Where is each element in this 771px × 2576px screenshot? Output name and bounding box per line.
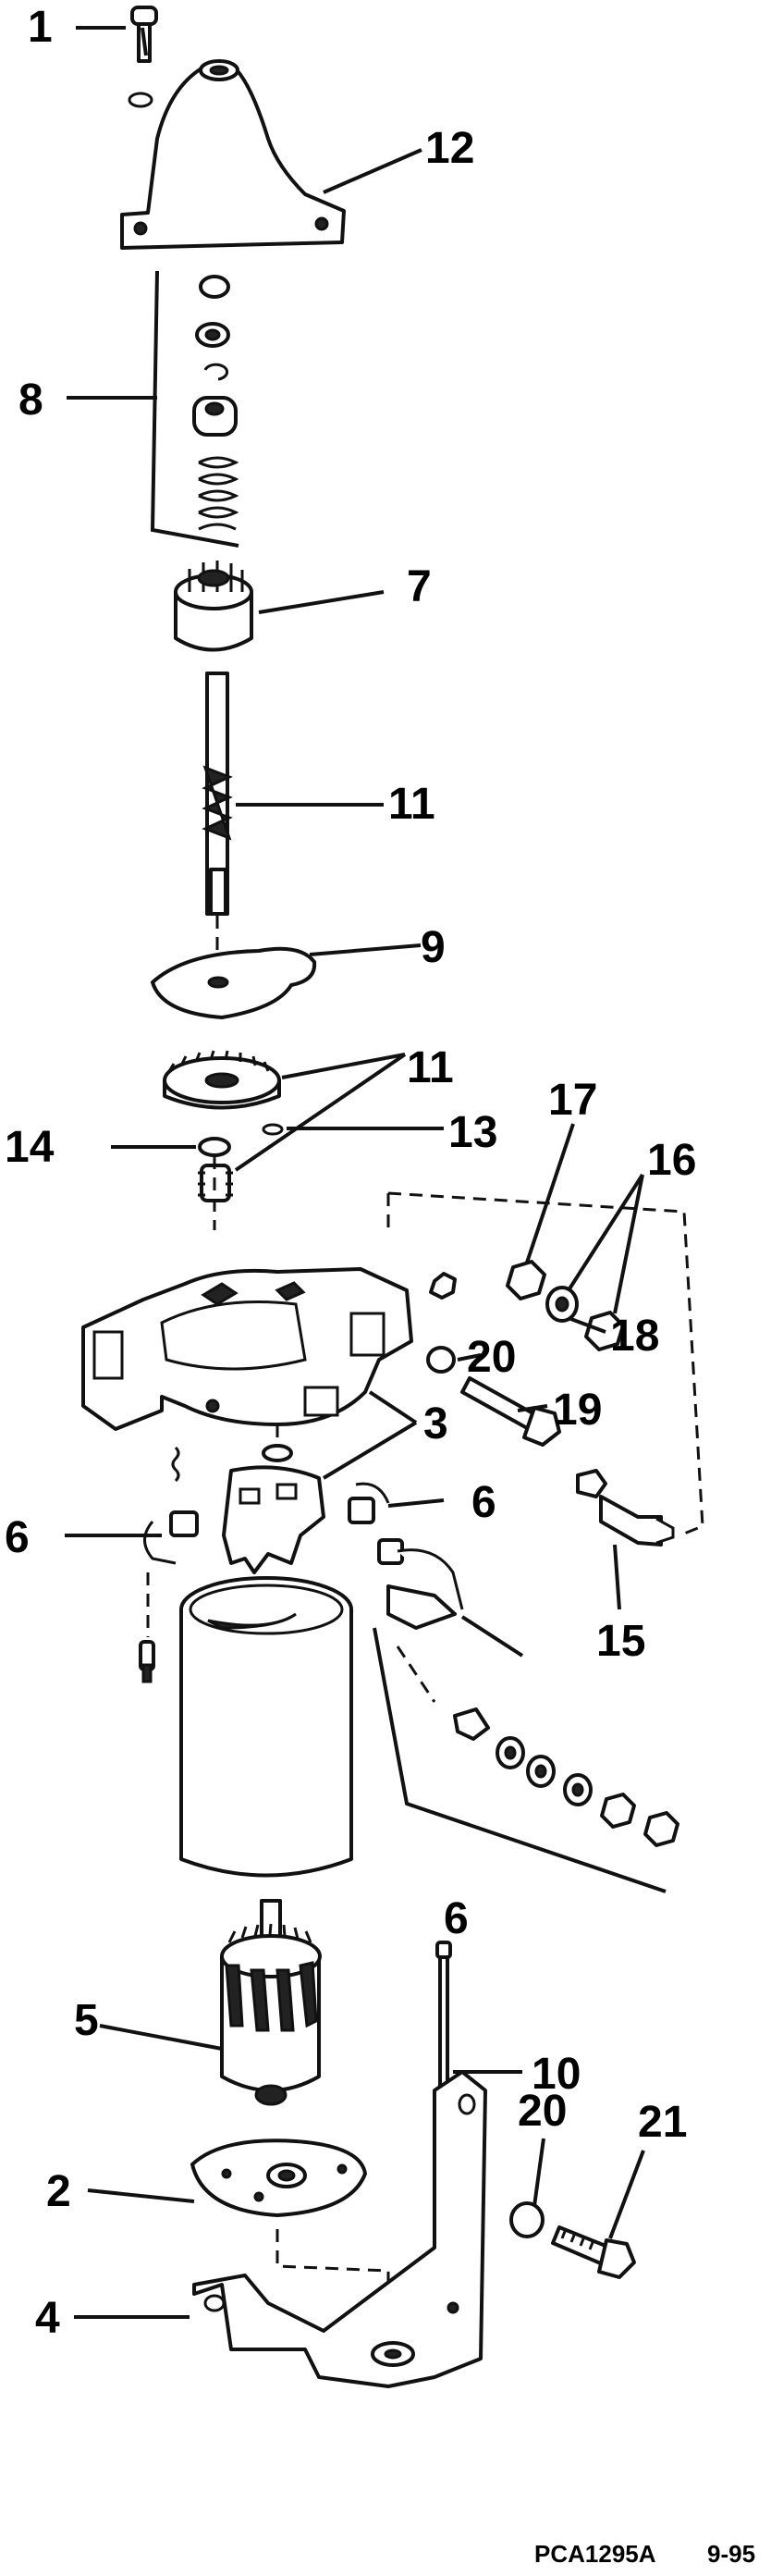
callout-labels: 1 12 8 7 11 9 11 13 14 17 16 20 19 18 3 … bbox=[5, 3, 696, 2343]
callout-20-upper: 20 bbox=[467, 1333, 516, 1382]
washer-part-1 bbox=[128, 92, 153, 108]
leader-lines bbox=[65, 26, 645, 2319]
brush-right-part-6 bbox=[348, 1482, 390, 1524]
callout-6-lower: 6 bbox=[444, 1894, 469, 1943]
callout-11-shaft: 11 bbox=[388, 780, 435, 829]
callout-14: 14 bbox=[5, 1123, 55, 1172]
callout-18: 18 bbox=[610, 1312, 659, 1361]
washer-part-14 bbox=[198, 1137, 231, 1157]
plate-part-9 bbox=[151, 946, 317, 1019]
end-plate-part-2 bbox=[190, 2138, 367, 2217]
callout-12: 12 bbox=[425, 124, 474, 173]
mount-bracket-part-4 bbox=[192, 2070, 487, 2388]
washer-part-20-lower bbox=[509, 2201, 545, 2238]
gear-part-11 bbox=[163, 1050, 281, 1110]
hardware-set-part-6 bbox=[373, 1627, 679, 1893]
callout-7: 7 bbox=[407, 562, 432, 611]
date-code: 9-95 bbox=[707, 2540, 755, 2568]
alignment-bracket-lower bbox=[275, 2229, 390, 2308]
screw-lower-left bbox=[139, 1640, 155, 1683]
callout-19: 19 bbox=[553, 1386, 602, 1435]
callout-21: 21 bbox=[638, 2098, 687, 2147]
callout-5: 5 bbox=[74, 1996, 99, 2045]
callout-13: 13 bbox=[448, 1108, 497, 1157]
drive-cap-part-12 bbox=[120, 59, 346, 250]
drive-shaft-part-11 bbox=[202, 672, 233, 916]
callout-16: 16 bbox=[647, 1136, 696, 1185]
brush-holder-part-3 bbox=[171, 1446, 325, 1574]
armature-part-5 bbox=[220, 1899, 322, 2106]
bolt-part-21 bbox=[551, 2225, 636, 2279]
callout-20-lower: 20 bbox=[518, 2087, 567, 2136]
callout-10: 10 bbox=[532, 2050, 581, 2099]
bolt-part-19 bbox=[460, 1376, 561, 1447]
callout-11-gear: 11 bbox=[407, 1043, 454, 1092]
housing bbox=[81, 1267, 413, 1431]
washer-part-20-upper bbox=[426, 1346, 456, 1374]
washer-part-3 bbox=[262, 1444, 293, 1462]
callout-8: 8 bbox=[18, 376, 43, 425]
callout-2: 2 bbox=[46, 2167, 71, 2216]
washer-part-13 bbox=[262, 1123, 284, 1136]
part-code: PCA1295A bbox=[534, 2540, 656, 2568]
terminal-wire-assembly bbox=[377, 1538, 524, 1703]
callout-17: 17 bbox=[548, 1076, 597, 1125]
callout-3: 3 bbox=[423, 1399, 448, 1448]
callout-6-right: 6 bbox=[471, 1478, 496, 1527]
brush-left-part-6 bbox=[143, 1510, 199, 1565]
callout-15: 15 bbox=[596, 1617, 645, 1666]
drive-parts-stack-8 bbox=[150, 270, 239, 548]
callout-9: 9 bbox=[421, 923, 446, 972]
terminal-stud-part-15 bbox=[576, 1469, 675, 1547]
frame-can bbox=[179, 1576, 353, 1878]
screw-part-1 bbox=[130, 6, 158, 63]
callout-6-left: 6 bbox=[5, 1513, 30, 1562]
figure-code: PCA1295A 9-95 bbox=[534, 2540, 755, 2568]
pinion-part-7 bbox=[174, 561, 253, 652]
callout-4: 4 bbox=[35, 2294, 60, 2343]
callout-1: 1 bbox=[28, 3, 53, 52]
